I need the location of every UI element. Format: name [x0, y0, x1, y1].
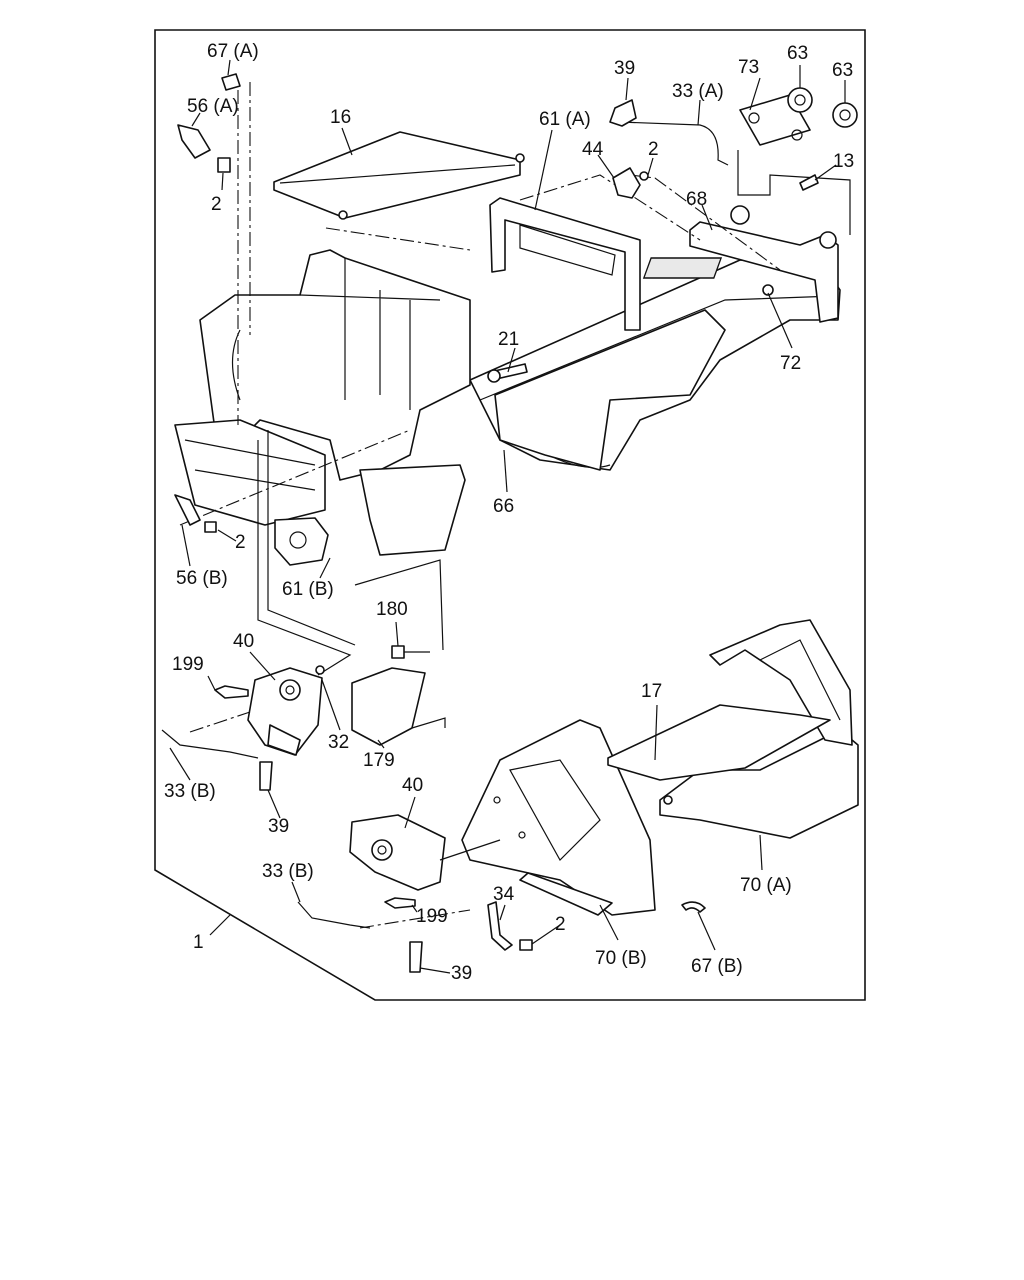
- filter-17: [607, 704, 831, 781]
- actuator-40-upper: [247, 667, 323, 756]
- clip-39-lower: [409, 941, 423, 973]
- actuator-61b: [274, 517, 329, 566]
- callout-199b: 199: [416, 906, 448, 927]
- screw-199-upper: [214, 685, 249, 699]
- callout-73: 73: [738, 57, 759, 78]
- callout-70b: 70 (B): [595, 948, 647, 969]
- screw-180: [391, 645, 405, 659]
- callout-2b: 2: [648, 139, 659, 160]
- clip-67b: [681, 901, 706, 913]
- filter-16: [273, 131, 521, 219]
- callout-40a: 40: [233, 631, 254, 652]
- callout-67b: 67 (B): [691, 956, 743, 977]
- callout-70a: 70 (A): [740, 875, 792, 896]
- callout-32: 32: [328, 732, 349, 753]
- callout-44: 44: [582, 139, 604, 160]
- callout-179: 179: [363, 750, 395, 771]
- callout-61a: 61 (A): [539, 109, 591, 130]
- callout-21: 21: [498, 329, 519, 350]
- clip-39-top: [609, 99, 637, 127]
- rod-33a: [619, 121, 729, 166]
- callout-1: 1: [193, 932, 204, 953]
- callout-61b: 61 (B): [282, 579, 334, 600]
- callout-33b2: 33 (B): [262, 861, 314, 882]
- callout-39b: 39: [268, 816, 289, 837]
- bracket-56b: [174, 494, 201, 526]
- screw-13: [799, 174, 819, 191]
- screw-199-lower: [384, 897, 416, 909]
- blower-box: [174, 419, 326, 526]
- callout-180: 180: [376, 599, 408, 620]
- actuator-40-lower: [349, 814, 446, 891]
- callout-34: 34: [493, 884, 515, 905]
- actuator-bracket-61a: [489, 197, 641, 331]
- callout-72: 72: [780, 353, 801, 374]
- callout-2d: 2: [555, 914, 566, 935]
- callout-33a: 33 (A): [672, 81, 724, 102]
- bracket-44: [612, 167, 641, 199]
- heater-housing-upper: [174, 197, 841, 566]
- callout-2c: 2: [235, 532, 246, 553]
- callout-17: 17: [641, 681, 662, 702]
- callout-66: 66: [493, 496, 514, 517]
- bracket-56a: [177, 124, 211, 159]
- callout-33b1: 33 (B): [164, 781, 216, 802]
- callout-67a: 67 (A): [207, 41, 259, 62]
- screw-2-top: [217, 157, 231, 173]
- grommet-63a: [787, 87, 813, 113]
- leader-lines: [169, 59, 846, 974]
- callout-63b: 63: [832, 60, 853, 81]
- case-70b: [461, 719, 656, 916]
- screw-2-left: [204, 521, 217, 533]
- callout-40b: 40: [402, 775, 423, 796]
- lever-34: [487, 901, 513, 951]
- rod-33b-lower: [297, 901, 371, 929]
- callout-39c: 39: [451, 963, 472, 984]
- callout-16: 16: [330, 107, 351, 128]
- cover-179: [351, 667, 426, 746]
- callout-56a: 56 (A): [187, 96, 239, 117]
- callout-63a: 63: [787, 43, 808, 64]
- callout-2a: 2: [211, 194, 222, 215]
- screw-2-lower: [519, 939, 533, 951]
- clip-39-mid: [259, 761, 273, 791]
- callout-56b: 56 (B): [176, 568, 228, 589]
- rod-33b-upper: [161, 729, 259, 759]
- callout-13: 13: [833, 151, 854, 172]
- duct-top-70a: [709, 619, 853, 746]
- callout-39a: 39: [614, 58, 635, 79]
- callout-68: 68: [686, 189, 707, 210]
- grille-68: [642, 257, 723, 279]
- duct-scoop-66: [494, 309, 726, 471]
- clip-67a: [221, 73, 241, 91]
- callout-199a: 199: [172, 654, 204, 675]
- assembly-frame: [154, 29, 866, 1001]
- screw-32: [315, 665, 325, 675]
- grommet-63b: [832, 102, 858, 128]
- end-cap-68: [689, 221, 839, 323]
